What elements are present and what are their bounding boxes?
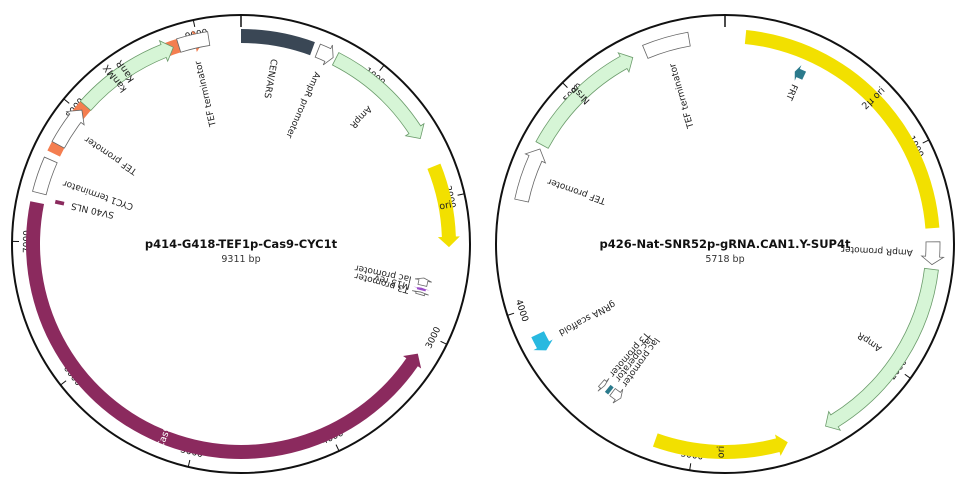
feature-label-tef-terminator: TEF terminator: [668, 62, 697, 130]
feature-label-ampr-promoter: AmpR promoter: [283, 70, 321, 140]
feature-arc-t3-promoter: [412, 290, 429, 297]
feature-label-cen-ars: CEN/ARS: [261, 58, 278, 99]
tick-4000: [507, 312, 515, 316]
plasmid-name: p426-Nat-SNR52p-gRNA.CAN1.Y-SUP4t: [600, 237, 851, 251]
tick-2000: [457, 193, 465, 196]
feature-arc-nrsr: [535, 52, 634, 149]
tick-5000: [187, 459, 191, 467]
feature-arc-lac-operator: [604, 384, 614, 395]
tick-2000: [904, 373, 911, 379]
plasmid-length: 9311 bp: [221, 254, 260, 265]
tick-3000: [689, 463, 692, 471]
plasmid-name: p414-G418-TEF1p-Cas9-CYC1t: [145, 237, 338, 251]
tick-3000: [440, 340, 448, 345]
feature-arc-ori: [427, 163, 460, 248]
feature-arc-ampr-promoter: [920, 241, 945, 266]
feature-label-ampr: AmpR: [856, 330, 884, 353]
feature-arcs: [514, 30, 945, 460]
feature-label-frt: FRT: [783, 82, 799, 101]
feature-arc-sv40-nls: [54, 199, 65, 206]
feature-arc-cyc1-terminator: [32, 156, 58, 196]
feature-arc-ampr-promoter: [314, 43, 334, 66]
tick-1000: [922, 139, 930, 144]
tick-label-4000: 4000: [513, 298, 530, 323]
feature-arc-ampr: [331, 52, 425, 140]
feature-label-tef-promoter: TEF promoter: [546, 176, 608, 206]
plasmid-map-right: p426-Nat-SNR52p-gRNA.CAN1.Y-SUP4t 5718 b…: [495, 14, 955, 474]
feature-arc-tef-terminator: [176, 31, 211, 53]
tick-label-3000: 3000: [424, 325, 443, 350]
feature-arc-ampr: [825, 267, 939, 431]
feature-arc-tef-promoter: [51, 109, 85, 149]
feature-arc-lac-promoter: [414, 277, 432, 287]
feature-arc-2u-ori: [744, 30, 940, 229]
tick-5000: [562, 82, 568, 88]
feature-label-ori: ori: [438, 199, 452, 212]
feature-label-ampr: AmpR: [347, 103, 373, 129]
feature-arc-frt: [794, 65, 807, 81]
feature-arcs: [26, 29, 460, 459]
feature-arc-cen-ars: [241, 29, 315, 56]
feature-arc-grna-scaffold: [531, 331, 553, 351]
feature-label-grna-scaffold: gRNA scaffold: [557, 298, 617, 337]
tick-4000: [335, 444, 340, 452]
plasmid-map-left: p414-G418-TEF1p-Cas9-CYC1t 9311 bp 10002…: [11, 14, 471, 474]
feature-label-ori: ori: [716, 446, 727, 459]
feature-arc-ori: [652, 433, 788, 460]
feature-arc-lac-promoter: [609, 387, 624, 404]
plasmid-length: 5718 bp: [705, 254, 744, 265]
feature-arc-tef-terminator: [642, 31, 691, 59]
feature-arc-kanr: [79, 39, 174, 112]
feature-arc-m13-rev: [413, 286, 430, 292]
feature-label-tef-promoter: TEF promoter: [83, 133, 140, 176]
tick-6000: [60, 380, 67, 386]
feature-arc-tef-promoter: [514, 148, 547, 203]
tick-1000: [379, 64, 385, 71]
tick-8000: [63, 98, 70, 104]
feature-arc-t3-promoter: [597, 378, 610, 392]
tick-9000: [192, 19, 196, 27]
feature-label-tef-terminator: TEF terminator: [194, 59, 219, 128]
feature-label-ampr-promoter: AmpR promoter: [841, 244, 913, 257]
